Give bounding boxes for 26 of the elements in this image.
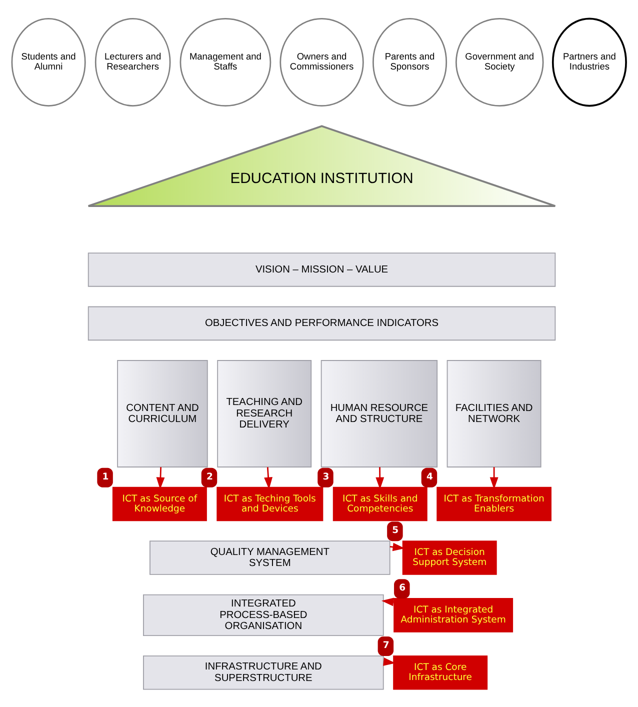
node-box: QUALITY MANAGEMENT SYSTEM [150, 540, 390, 574]
node-ellipse: Lecturers and Researchers [94, 18, 171, 106]
node-box: TEACHING AND RESEARCH DELIVERY [217, 360, 312, 467]
node-label: 5 [392, 524, 399, 536]
node-label: 1 [102, 471, 109, 482]
node-circle: Government and Society [455, 18, 544, 106]
node-label: 4 [426, 471, 433, 482]
node-label: 2 [206, 471, 213, 482]
arrow [156, 466, 165, 489]
node-ellipse: Students and Alumni [11, 18, 86, 106]
node-circle: Management and Staffs [180, 18, 272, 106]
node-label: 3 [322, 471, 330, 482]
arrow [376, 466, 384, 489]
arrow [490, 466, 498, 489]
node-ellipse: Partners and Industries [552, 17, 627, 106]
node-box: INTEGRATED PROCESS-BASED ORGANISATION [143, 594, 384, 636]
node-box: OBJECTIVES AND PERFORMANCE INDICATORS [88, 306, 556, 340]
node-circle: Owners and Commissioners [280, 18, 364, 106]
node-box: VISION – MISSION – VALUE [88, 252, 556, 286]
node-label: 6 [399, 582, 406, 594]
node-label: 7 [382, 640, 390, 651]
node-box: CONTENT AND CURRICULUM [117, 360, 208, 467]
node-ellipse: Parents and Sponsors [372, 18, 448, 106]
node-box: HUMAN RESOURCE AND STRUCTURE [320, 360, 438, 467]
arrow [264, 466, 272, 489]
node-box: FACILITIES AND NETWORK [446, 360, 542, 467]
